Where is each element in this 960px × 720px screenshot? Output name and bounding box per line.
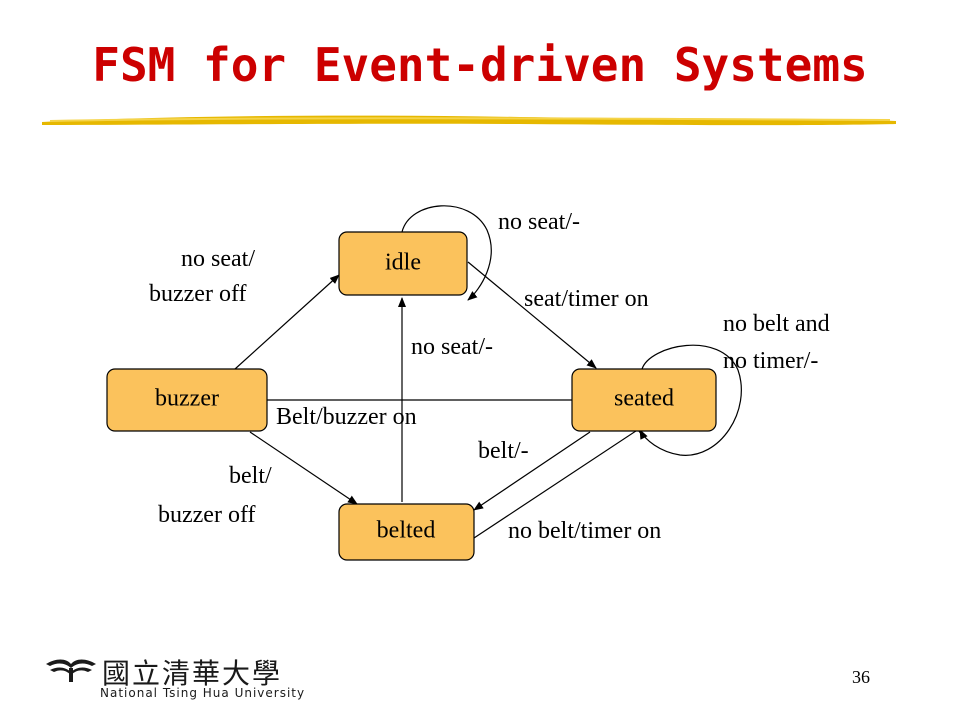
edge-seated-self <box>639 344 742 456</box>
edge-seated-to-belted <box>473 431 591 511</box>
state-buzzer: buzzer <box>106 368 268 432</box>
label-seated-self-line2: no timer/- <box>723 348 818 374</box>
university-name-chinese: 國立清華大學 <box>102 657 283 690</box>
label-buzzer-to-belted-line2: buzzer off <box>158 502 256 528</box>
state-idle: idle <box>338 231 468 296</box>
edge-belted-to-seated <box>473 424 646 539</box>
edge-buzzer-to-idle <box>234 274 340 370</box>
edge-buzzer-to-belted <box>249 431 358 505</box>
state-belted-label: belted <box>377 518 436 544</box>
label-belted-to-idle: no seat/- <box>411 334 493 360</box>
university-emblem-icon <box>46 659 96 682</box>
state-seated-label: seated <box>614 386 674 412</box>
university-logo: 國立清華大學 National Tsing Hua University <box>44 652 304 708</box>
page-number: 36 <box>852 667 870 687</box>
state-idle-label: idle <box>385 250 421 276</box>
edge-idle-self <box>401 205 492 301</box>
label-buzzer-to-belted-line1: belt/ <box>229 463 272 489</box>
state-buzzer-label: buzzer <box>155 386 219 412</box>
label-buzzer-to-idle-line1: no seat/ <box>181 246 255 272</box>
title-underline <box>42 115 896 126</box>
label-seated-self-line1: no belt and <box>723 311 830 337</box>
edge-idle-to-seated <box>467 261 597 369</box>
state-seated: seated <box>571 368 717 432</box>
label-buzzer-to-idle-line2: buzzer off <box>149 281 247 307</box>
label-idle-to-seated: seat/timer on <box>524 286 649 312</box>
label-seated-to-belted: belt/- <box>478 438 529 464</box>
label-belted-to-seated: no belt/timer on <box>508 518 661 544</box>
state-belted: belted <box>338 503 475 561</box>
slide-title: FSM for Event-driven Systems <box>92 38 868 92</box>
label-idle-self: no seat/- <box>498 209 580 235</box>
label-seated-to-buzzer: Belt/buzzer on <box>276 404 417 430</box>
university-name-english: National Tsing Hua University <box>100 686 306 700</box>
